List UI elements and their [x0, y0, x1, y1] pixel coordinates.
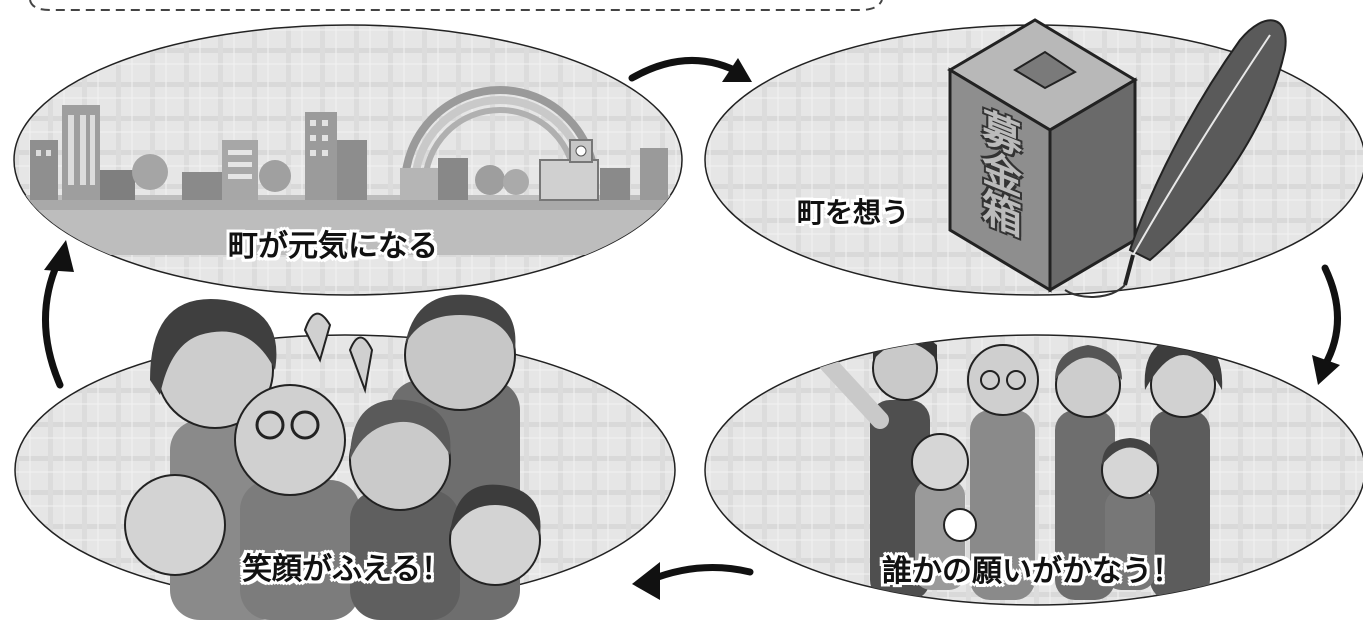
arrow-smile-to-town	[42, 240, 74, 389]
label-smile: 笑顔がふえる！	[242, 552, 452, 587]
label-think: 町を想う	[797, 196, 910, 229]
arrow-wish-to-smile	[632, 562, 754, 600]
label-town: 町が元気になる	[228, 229, 438, 264]
community-group-illustration	[811, 335, 1223, 600]
arrow-town-to-think	[628, 56, 752, 82]
arrow-think-to-wish	[1312, 264, 1341, 385]
town-skyline-illustration	[15, 86, 682, 255]
top-dashed-border	[29, 0, 883, 11]
quill-feather-illustration	[1064, 19, 1287, 298]
label-wish: 誰かの願いがかなう！	[882, 554, 1182, 589]
donation-box-text: 募金箱	[975, 101, 1021, 241]
donation-box-illustration	[947, 18, 1138, 293]
smiling-family-illustration	[124, 294, 541, 620]
